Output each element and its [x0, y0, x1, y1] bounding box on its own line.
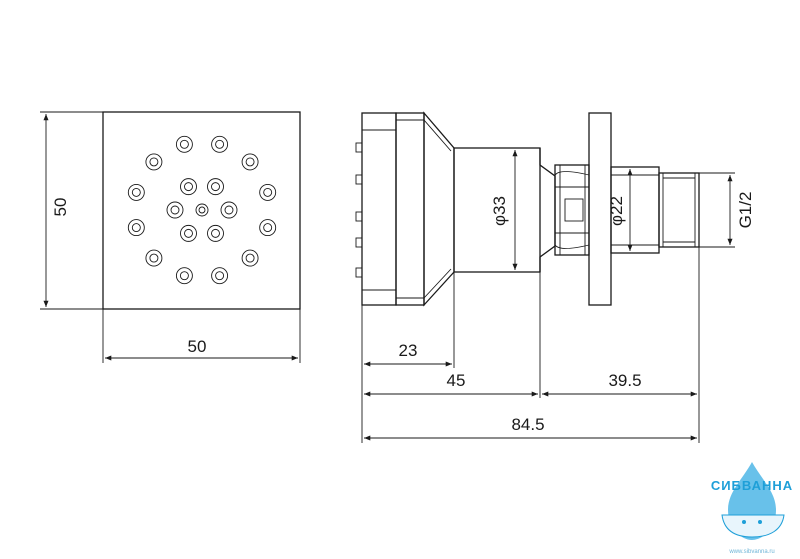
nozzle-hole — [127, 183, 145, 201]
back-face — [361, 112, 397, 306]
nozzle-hole-inner — [179, 139, 189, 149]
front-view: 50 50 — [40, 111, 301, 363]
body-slab — [395, 112, 425, 306]
nozzle-hole-inner — [131, 187, 141, 197]
nozzle-hole — [220, 201, 238, 219]
side-view: φ33 φ22 G1/2 23 45 — [355, 111, 755, 443]
nozzle-hole — [207, 224, 224, 242]
thread-section — [658, 172, 700, 248]
front-face-square — [102, 111, 301, 310]
dimension-45: 45 — [364, 371, 538, 397]
front-height-label: 50 — [51, 198, 70, 217]
nozzle-hole — [166, 201, 184, 219]
nozzle-hole-inner — [184, 228, 193, 238]
diameter-33-label: φ33 — [490, 196, 509, 226]
brand-url: www.sibvanna.ru — [728, 549, 774, 555]
nozzle-hole-inner — [245, 253, 255, 263]
nozzle-hole — [211, 135, 229, 153]
nozzle-hole — [180, 224, 197, 242]
front-width-label: 50 — [188, 337, 207, 356]
front-width-dimension: 50 — [102, 309, 301, 363]
nozzle-hole — [241, 249, 259, 267]
front-height-dimension: 50 — [40, 111, 103, 310]
brand-name: СИБВАННА — [711, 478, 793, 493]
thread-label: G1/2 — [736, 192, 755, 229]
neck-section — [539, 148, 556, 272]
nozzle-hole-inner — [215, 139, 225, 149]
nozzle-hole-inner — [211, 182, 220, 192]
nozzle-hole-inner — [131, 223, 141, 233]
nozzle-hole-inner — [170, 205, 180, 215]
nozzle-hole-inner — [245, 157, 255, 167]
nozzle-hole-inner — [184, 182, 193, 192]
face-pins — [355, 142, 363, 278]
nozzle-hole — [145, 249, 163, 267]
diameter-22-label: φ22 — [607, 196, 626, 226]
nozzle-group — [127, 135, 277, 285]
nozzle-hole — [207, 178, 224, 196]
nozzle-hole — [175, 135, 193, 153]
center-hole-inner — [198, 206, 206, 214]
nozzle-hole-inner — [149, 253, 159, 263]
diameter-33-dimension: φ33 — [490, 150, 518, 270]
nozzle-hole-inner — [149, 157, 159, 167]
nozzle-hole-inner — [263, 223, 273, 233]
dimension-39-5-label: 39.5 — [608, 371, 641, 390]
nozzle-hole-inner — [215, 271, 225, 281]
diameter-22-dimension: φ22 — [607, 169, 633, 251]
dimension-23-label: 23 — [399, 341, 418, 360]
nozzle-hole-inner — [211, 228, 220, 238]
hex-nut — [554, 164, 590, 256]
center-hole — [195, 203, 209, 217]
cylinder-33 — [453, 147, 541, 273]
nozzle-hole — [127, 219, 145, 237]
dimension-45-label: 45 — [447, 371, 466, 390]
nozzle-hole — [259, 183, 277, 201]
sibvanna-logo: СИБВАННА www.sibvanna.ru — [711, 462, 793, 555]
nozzle-hole — [211, 267, 229, 285]
nozzle-hole — [259, 219, 277, 237]
dimension-23: 23 — [364, 341, 452, 367]
nozzle-hole — [180, 178, 197, 196]
nozzle-hole — [145, 153, 163, 171]
thread-dimension: G1/2 — [699, 172, 755, 248]
nozzle-hole-inner — [179, 271, 189, 281]
cone-section — [423, 111, 455, 307]
bathtub-icon — [721, 514, 785, 538]
nozzle-hole-inner — [263, 187, 273, 197]
nozzle-hole-inner — [224, 205, 234, 215]
dimension-39-5: 39.5 — [542, 371, 697, 397]
nozzle-hole — [241, 153, 259, 171]
dimension-84-5-label: 84.5 — [511, 415, 544, 434]
nozzle-hole — [175, 267, 193, 285]
dimension-84-5: 84.5 — [364, 415, 697, 441]
